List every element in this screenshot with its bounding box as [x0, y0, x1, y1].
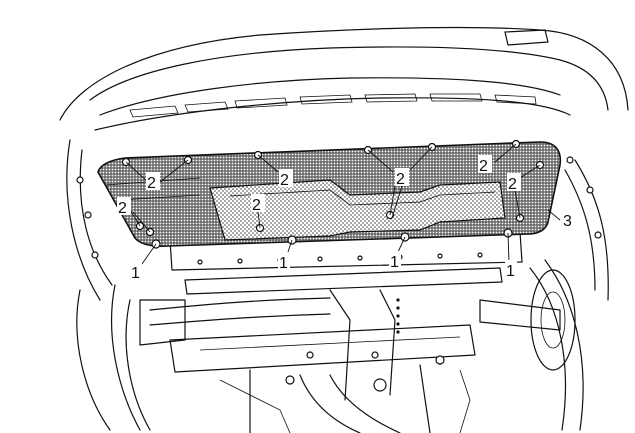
- callouts: 2 2 2 2 2 2 2 1 1 1 1 3: [117, 155, 576, 282]
- callout-2-upper-center-left: 2: [280, 172, 289, 189]
- vehicle-body: [59, 26, 629, 301]
- harness-dots: [396, 298, 400, 334]
- engine-under-cover: [97, 139, 574, 249]
- bumper-slots: [129, 93, 537, 118]
- callout-2-center: 2: [396, 171, 405, 188]
- callout-2-top-left: 2: [147, 175, 156, 192]
- callout-2-left: 2: [118, 200, 127, 217]
- callout-2-right: 2: [508, 176, 517, 193]
- callout-3-engine-under-cover: 3: [563, 213, 572, 230]
- callout-1-right: 1: [506, 263, 515, 280]
- callout-1-left: 1: [131, 265, 140, 282]
- tires: [76, 259, 584, 431]
- panel-clips: [197, 252, 483, 265]
- callout-2-upper-right: 2: [479, 158, 488, 175]
- callout-1-center: 1: [390, 254, 399, 271]
- callout-1-center-left: 1: [279, 255, 288, 272]
- callout-2-middle-left: 2: [252, 197, 261, 214]
- subframe: [139, 267, 561, 433]
